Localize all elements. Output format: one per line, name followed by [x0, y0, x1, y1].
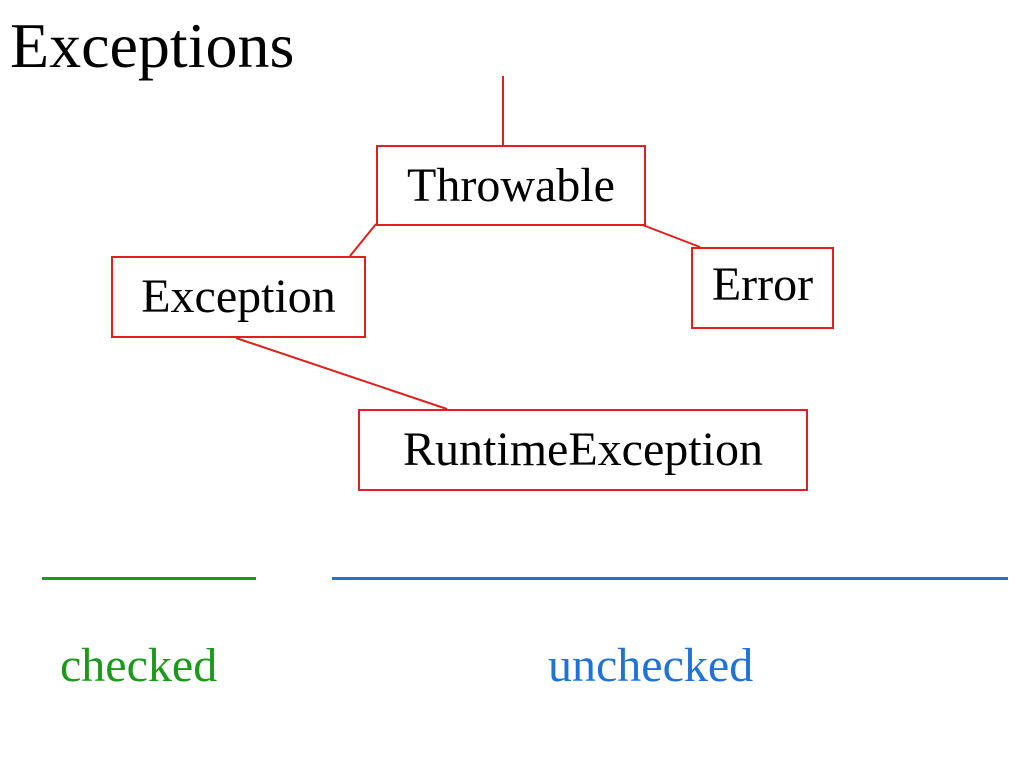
class-box-exception: Exception: [111, 256, 366, 338]
checked-label: checked: [60, 639, 218, 692]
class-box-throwable: Throwable: [376, 145, 646, 226]
connector-exception-runtime: [235, 337, 448, 410]
class-box-runtime-exception: RuntimeException: [358, 409, 808, 491]
connector-throwable-exception: [349, 223, 377, 257]
checked-underline: [42, 577, 256, 580]
class-label-throwable: Throwable: [407, 158, 615, 212]
class-label-runtime-exception: RuntimeException: [403, 423, 763, 476]
class-label-error: Error: [711, 258, 814, 311]
unchecked-underline: [332, 577, 1008, 580]
slide-title: Exceptions: [10, 10, 295, 81]
connector-throwable-error: [639, 223, 701, 248]
class-label-exception: Exception: [141, 270, 336, 323]
unchecked-label: unchecked: [548, 639, 754, 692]
class-box-error: Error: [691, 247, 834, 329]
